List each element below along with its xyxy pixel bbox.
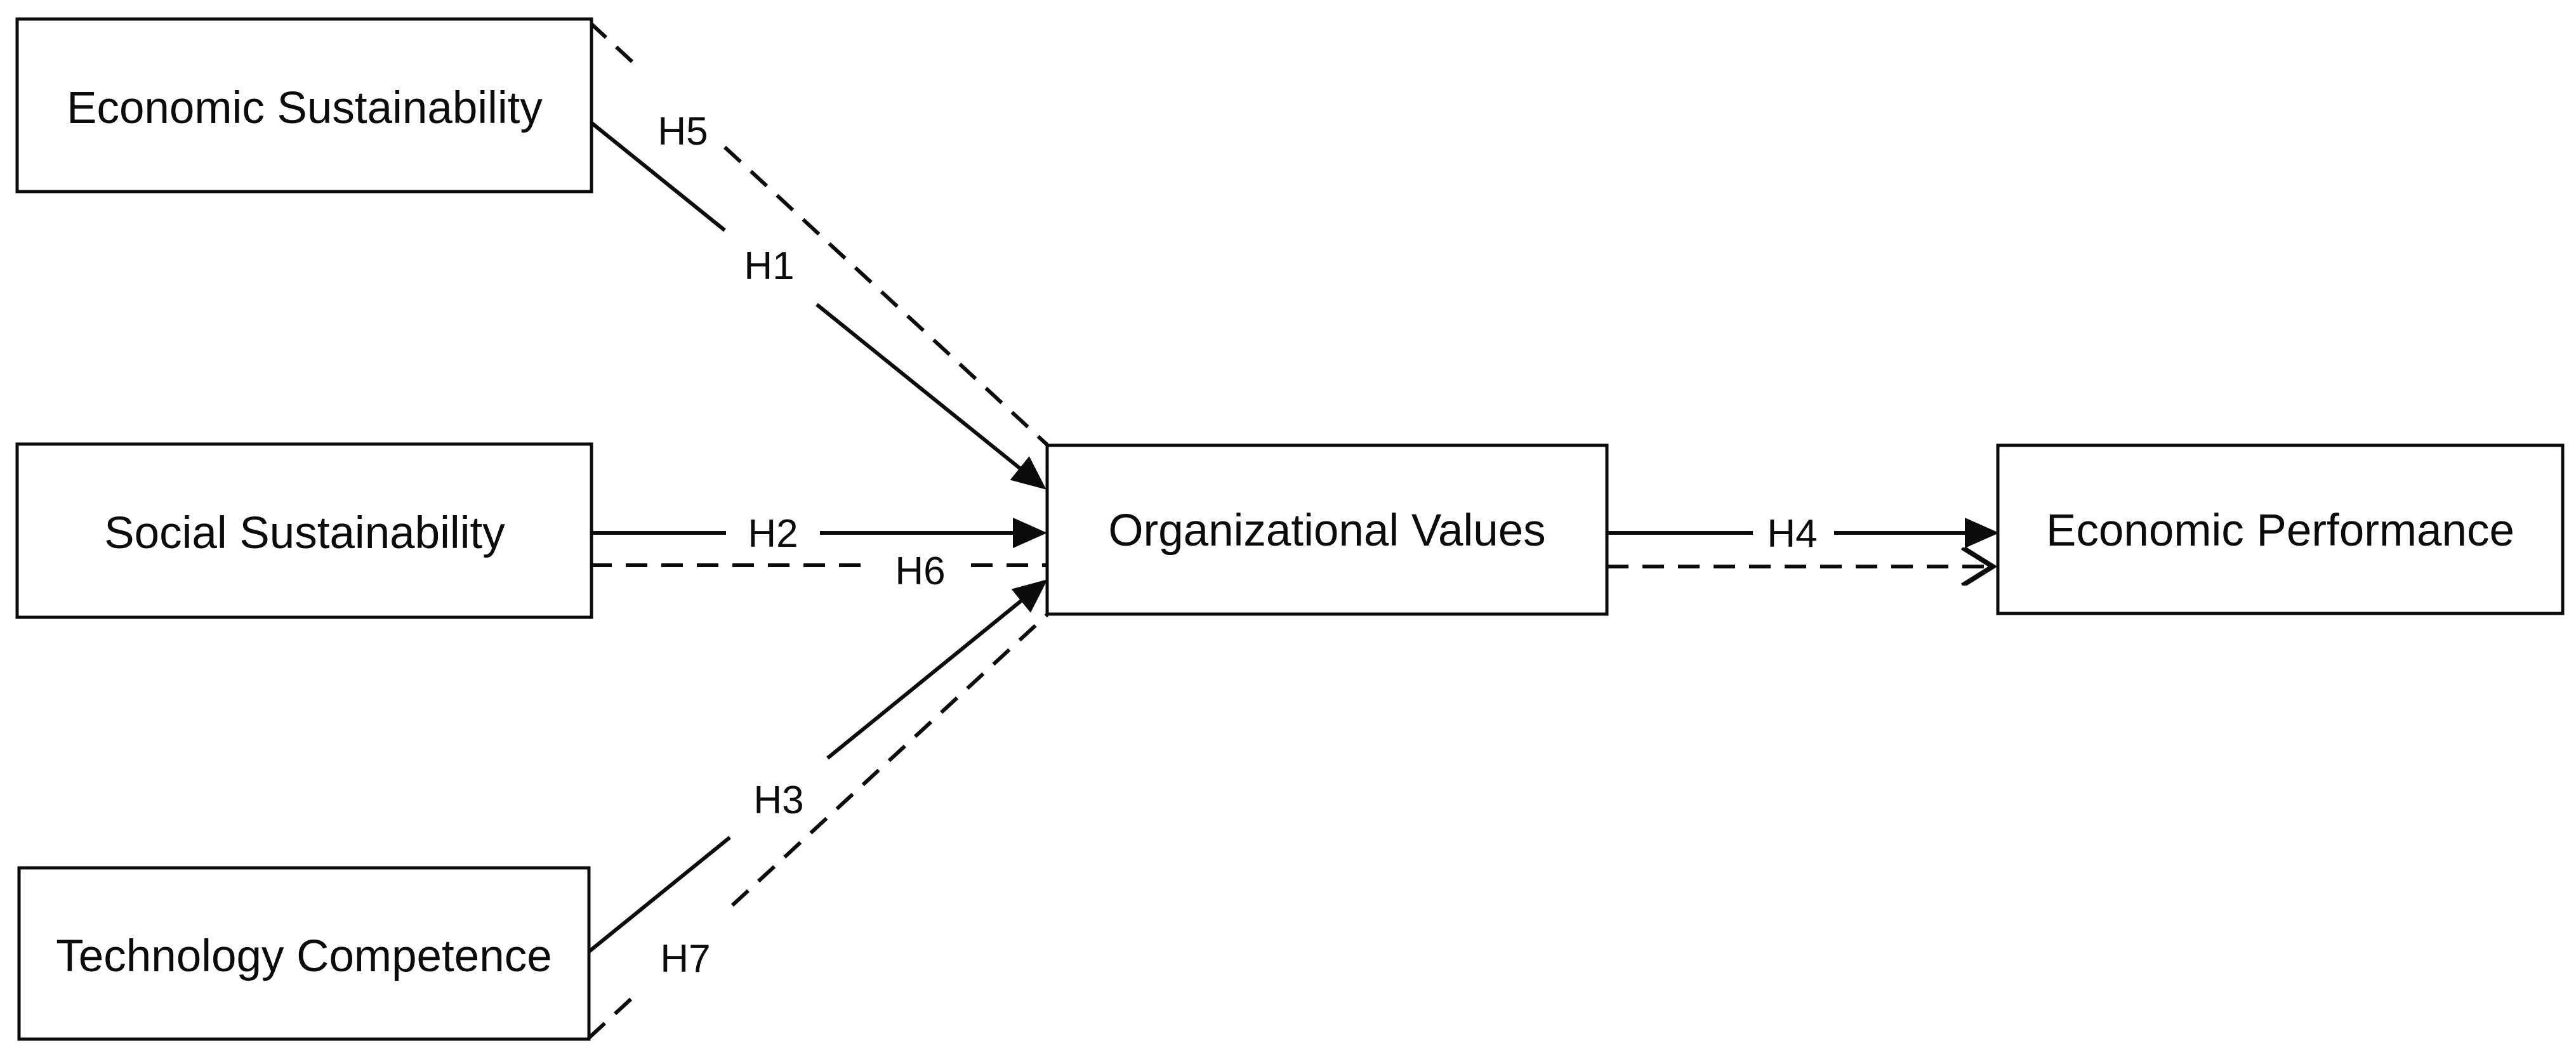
node-economic-sustainability-box: [15, 17, 593, 193]
edge-h7: H7: [587, 613, 1049, 1040]
node-economic-sustainability-label: Economic Sustainability: [67, 83, 543, 133]
edge-h6-label: H6: [895, 549, 945, 593]
edge-h5-label: H5: [657, 110, 708, 154]
node-economic-performance: Economic Performance: [1996, 443, 2565, 615]
edge-h3-label: H3: [753, 778, 803, 822]
edge-h4-label: H4: [1767, 512, 1817, 556]
node-social-sustainability-box: [15, 442, 593, 619]
edge-h6: H6: [590, 549, 1047, 593]
edge-h1-line-start: [589, 120, 726, 232]
node-technology-competence-label: Technology Competence: [56, 931, 552, 981]
node-economic-sustainability: Economic Sustainability: [15, 17, 593, 193]
edge-h3-line-start: [588, 835, 731, 953]
edge-h5: H5: [588, 21, 1049, 447]
edge-h1: H1: [589, 120, 1047, 490]
edge-h7-line-end: [730, 613, 1049, 907]
node-social-sustainability: Social Sustainability: [15, 442, 593, 619]
edge-h1-label: H1: [744, 244, 794, 288]
node-technology-competence-box: [17, 866, 591, 1041]
edge-h3: H3: [588, 579, 1048, 953]
node-technology-competence: Technology Competence: [17, 866, 591, 1041]
edge-h5-line-start: [588, 21, 644, 73]
edge-h1-line-end: [816, 303, 1047, 490]
edge-h4: H4: [1607, 512, 1999, 556]
node-organizational-values-label: Organizational Values: [1108, 506, 1545, 556]
edge-h7-line-start: [587, 989, 642, 1040]
edge-h2: H2: [590, 512, 1047, 556]
edge-h7-label: H7: [660, 937, 710, 981]
node-economic-performance-label: Economic Performance: [2046, 506, 2514, 556]
node-organizational-values: Organizational Values: [1045, 443, 1609, 616]
node-organizational-values-box: [1045, 443, 1609, 616]
edge-h3-line-end: [826, 579, 1048, 760]
edge-h2-label: H2: [748, 512, 798, 556]
node-economic-performance-box: [1996, 443, 2565, 615]
node-social-sustainability-label: Social Sustainability: [104, 508, 505, 558]
edge-h5-line-end: [723, 145, 1049, 447]
